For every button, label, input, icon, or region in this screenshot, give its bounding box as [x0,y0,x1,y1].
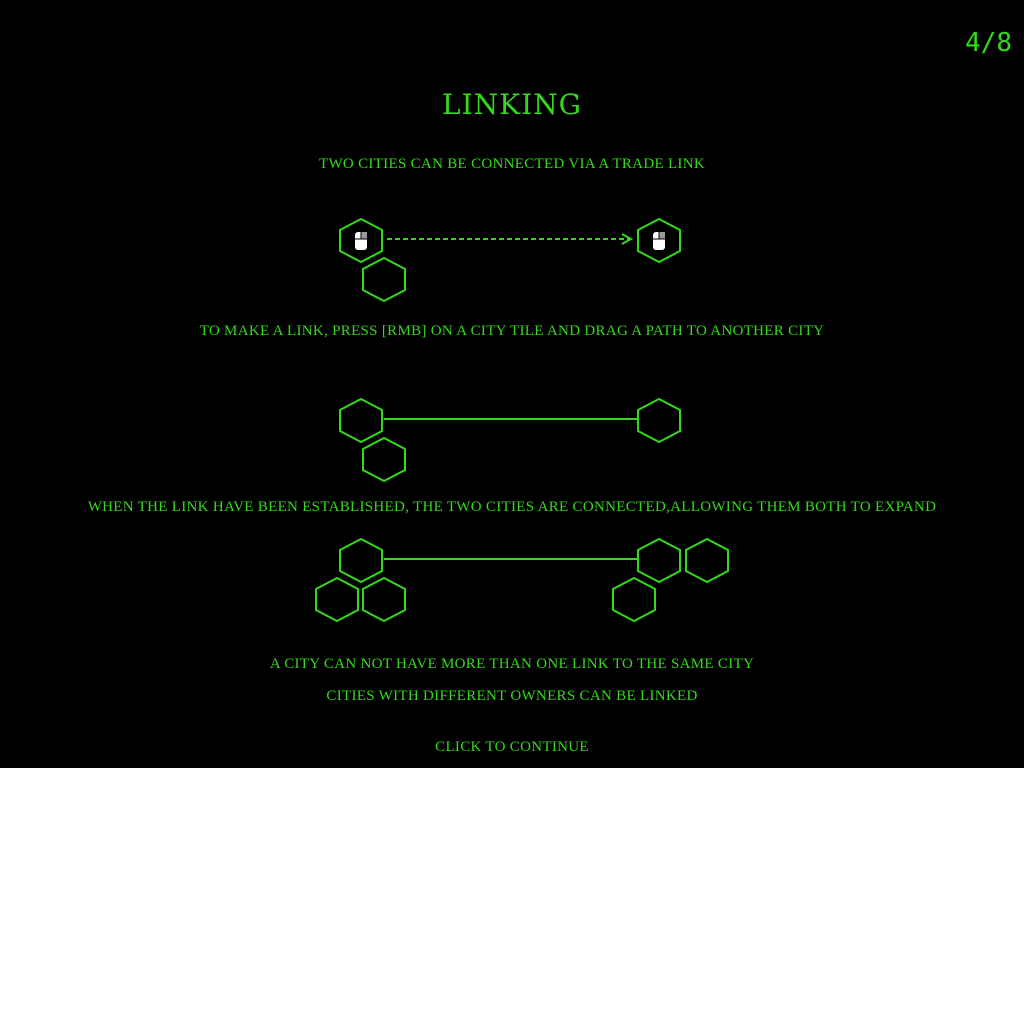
arrow-right-icon [621,233,634,245]
hex-tile-icon [685,537,729,584]
tutorial-screen[interactable]: 4/8 LINKING TWO CITIES CAN BE CONNECTED … [0,0,1024,768]
hex-tile-icon [339,537,383,584]
hex-tile-icon [339,217,383,264]
source-city [339,217,383,264]
page-title: LINKING [442,88,582,121]
make-link-text: TO MAKE A LINK, PRESS [RMB] ON A CITY TI… [199,323,825,339]
hex-tile-icon [612,576,656,623]
page-counter: 4/8 [965,28,1012,58]
established-link-diagram [339,397,681,483]
one-link-rule-text: A CITY CAN NOT HAVE MORE THAN ONE LINK T… [269,656,755,672]
mouse-rmb-icon [355,232,367,250]
drag-link-diagram [339,217,681,303]
hex-tile-icon [315,576,359,623]
hex-tile-icon [339,397,383,444]
expanded-cities-diagram [315,537,729,623]
different-owners-text: CITIES WITH DIFFERENT OWNERS CAN BE LINK… [326,688,698,704]
hex-tile-icon [637,537,681,584]
hex-tile-icon [637,397,681,444]
click-to-continue-prompt[interactable]: CLICK TO CONTINUE [435,739,589,755]
hex-tile-icon [637,217,681,264]
hex-tile-icon [362,256,406,303]
target-city [637,217,681,264]
mouse-rmb-icon [653,232,665,250]
hex-tile-icon [362,436,406,483]
hex-tile-icon [362,576,406,623]
intro-text: TWO CITIES CAN BE CONNECTED VIA A TRADE … [319,156,705,172]
established-text: WHEN THE LINK HAVE BEEN ESTABLISHED, THE… [87,499,937,515]
